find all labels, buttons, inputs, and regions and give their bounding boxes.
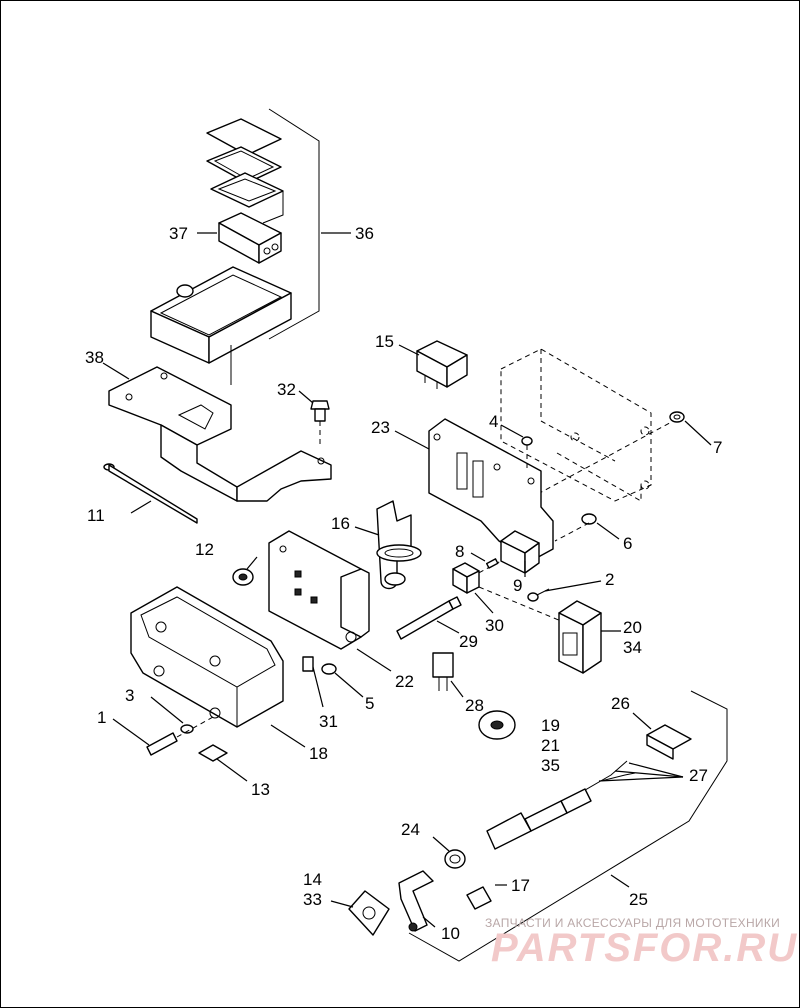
rear-bracket-dashed — [500, 348, 678, 504]
part-20-switch — [558, 600, 602, 674]
callout-18: 18 — [309, 744, 328, 763]
callout-20: 20 — [623, 618, 642, 637]
callout-27: 27 — [689, 766, 708, 785]
part-29-rod — [396, 596, 462, 640]
callout-11: 11 — [87, 506, 105, 525]
part-11-cable-tie — [103, 463, 198, 524]
part-3-washer — [180, 724, 194, 734]
callout-17: 17 — [511, 876, 530, 895]
part-5-nut — [321, 663, 337, 675]
part-9-connector — [500, 530, 540, 574]
callout-10: 10 — [441, 924, 460, 943]
part-31-stud — [302, 656, 314, 672]
callout-13: 13 — [251, 780, 270, 799]
part-2-screw — [527, 588, 550, 602]
part-30-block — [452, 562, 562, 622]
callout-33: 33 — [303, 890, 322, 909]
part-13-pad — [198, 744, 228, 762]
part-16-clamp — [376, 500, 422, 590]
part-25-harness — [408, 690, 728, 962]
part-12-grommet — [232, 568, 254, 586]
callout-1: 1 — [97, 708, 106, 727]
callout-25: 25 — [629, 890, 648, 909]
callout-34: 34 — [623, 638, 642, 657]
callout-8: 8 — [455, 542, 464, 561]
callout-26: 26 — [611, 694, 630, 713]
callout-22: 22 — [395, 672, 414, 691]
callout-28: 28 — [465, 696, 484, 715]
callout-labels: 36 37 38 32 15 23 4 7 11 16 6 12 8 9 2 3… — [85, 224, 722, 943]
callout-7: 7 — [713, 438, 722, 457]
callout-38: 38 — [85, 348, 104, 367]
callout-9: 9 — [513, 576, 522, 595]
callout-19: 19 — [541, 716, 560, 735]
callout-30: 30 — [485, 616, 504, 635]
callout-32: 32 — [277, 380, 296, 399]
callout-31: 31 — [319, 712, 338, 731]
callout-23: 23 — [371, 418, 390, 437]
part-28-fuse — [432, 652, 454, 691]
watermark: ЗАПЧАСТИ И АКСЕССУАРЫ ДЛЯ МОТОТЕХНИКИ PA… — [485, 916, 798, 970]
part-26-plug — [646, 724, 692, 760]
part-1-screw — [146, 716, 214, 756]
callout-16: 16 — [331, 514, 350, 533]
callout-37: 37 — [169, 224, 188, 243]
callout-6: 6 — [623, 534, 632, 553]
callout-14: 14 — [303, 870, 322, 889]
part-14-plate — [348, 890, 390, 936]
part-15-relay — [416, 340, 468, 389]
part-7-nut — [669, 411, 685, 423]
callout-2: 2 — [605, 570, 614, 589]
callout-21: 21 — [541, 736, 560, 755]
callout-5: 5 — [365, 694, 374, 713]
callout-4: 4 — [489, 412, 498, 431]
part-36-module-assembly — [150, 108, 320, 385]
callout-15: 15 — [375, 332, 394, 351]
callout-29: 29 — [459, 632, 478, 651]
part-32-screw — [310, 400, 330, 447]
callout-35: 35 — [541, 756, 560, 775]
part-19-cap — [478, 710, 516, 740]
callout-12: 12 — [195, 540, 214, 559]
part-10-terminal — [398, 870, 434, 932]
watermark-tagline: ЗАПЧАСТИ И АКСЕССУАРЫ ДЛЯ МОТОТЕХНИКИ — [485, 916, 780, 930]
part-17-clip — [466, 886, 492, 910]
leader-lines — [102, 232, 712, 928]
part-6-nut — [554, 513, 597, 542]
part-23-mounting-plate — [428, 418, 554, 562]
watermark-brand: PARTSFOR.RU — [491, 926, 798, 970]
part-8-pin — [470, 558, 502, 578]
callout-36: 36 — [355, 224, 374, 243]
part-38-mount-bracket — [108, 366, 332, 502]
callout-3: 3 — [125, 686, 134, 705]
part-18-cover — [130, 586, 284, 728]
part-4-nut — [521, 436, 533, 471]
part-22-plate — [268, 530, 370, 650]
callout-24: 24 — [401, 820, 420, 839]
part-24-ring — [444, 849, 466, 869]
